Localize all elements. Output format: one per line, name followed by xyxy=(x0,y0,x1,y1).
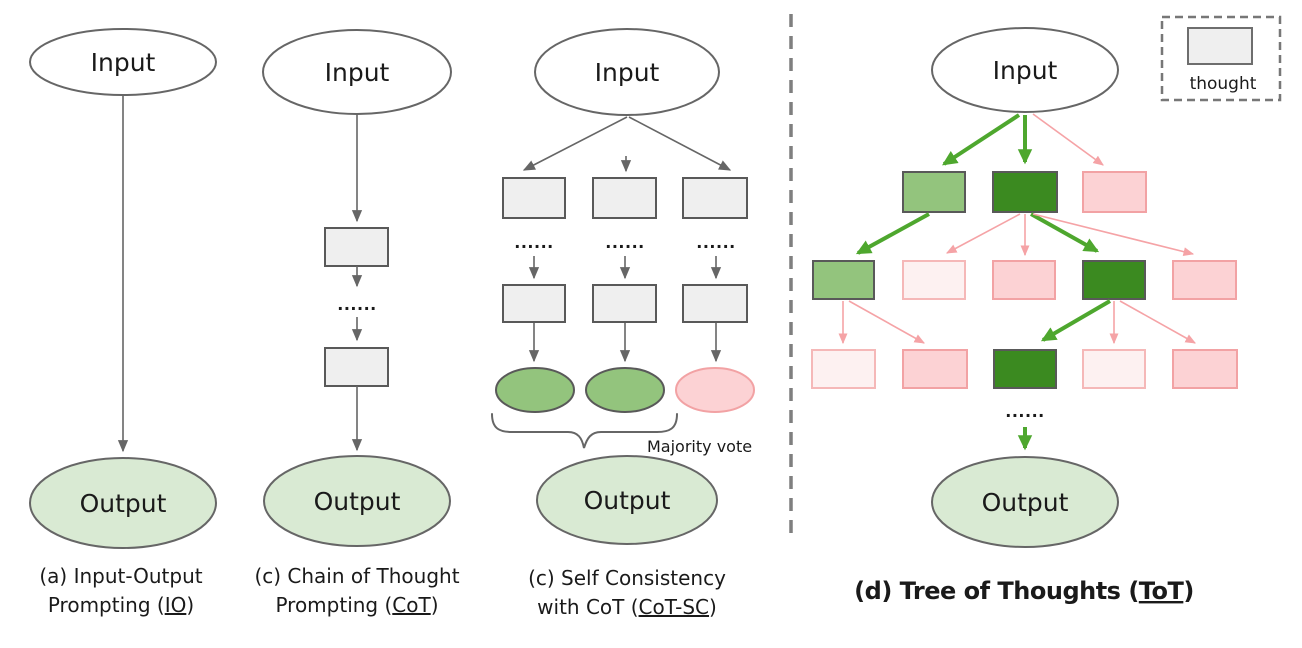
cotsc-thought-box-top-2 xyxy=(592,177,657,219)
cot-caption-line2: Prompting (CoT) xyxy=(275,593,438,617)
tot-caption-post: ) xyxy=(1183,577,1193,605)
cotsc-input-label: Input xyxy=(595,58,660,87)
tot-l3-box-green-dark xyxy=(993,349,1057,389)
tot-l2-box-pink-2 xyxy=(1172,260,1237,300)
tot-arrow-green-l1-l2 xyxy=(855,212,930,255)
cotsc-caption-line2-post: ) xyxy=(709,595,717,619)
tot-l3-box-pink-1 xyxy=(902,349,968,389)
cotsc-thought-box-bottom-2 xyxy=(592,284,657,323)
cotsc-ellipsis-3: ...... xyxy=(696,233,735,252)
tot-l1-box-green-medium xyxy=(902,171,966,213)
io-input-label: Input xyxy=(91,48,156,77)
majority-vote-label: Majority vote xyxy=(647,437,752,456)
cotsc-result-node-pink xyxy=(675,367,755,413)
tot-caption-pre: (d) Tree of Thoughts ( xyxy=(854,577,1139,605)
tot-caption-abbrev: ToT xyxy=(1139,577,1185,605)
tot-l2-box-pink-pale-1 xyxy=(902,260,966,300)
io-input-node xyxy=(29,28,217,96)
cotsc-ellipsis-1: ...... xyxy=(514,233,553,252)
cotsc-arrow-branch-left xyxy=(522,116,628,171)
cot-ellipsis: ...... xyxy=(337,295,376,314)
cotsc-caption-line2: with CoT (CoT-SC) xyxy=(537,595,717,619)
cot-caption-line2-post: ) xyxy=(431,593,439,617)
tot-l2-box-pink-1 xyxy=(992,260,1056,300)
cotsc-output-label: Output xyxy=(584,486,671,515)
panel-io: Input Output (a) Input-Output Prompting … xyxy=(29,28,217,617)
io-caption-line2-pre: Prompting ( xyxy=(48,593,165,617)
cotsc-thought-box-bottom-3 xyxy=(682,284,748,323)
cotsc-input-node xyxy=(534,28,720,116)
cotsc-caption-line1: (c) Self Consistency xyxy=(528,566,726,590)
tot-l3-box-pink-2 xyxy=(1172,349,1238,389)
cot-caption-line2-pre: Prompting ( xyxy=(275,593,392,617)
tot-arrow-pink-l1-l2c xyxy=(1032,213,1195,257)
tot-arrow-pink-input-l1c xyxy=(1032,113,1104,166)
cot-input-label: Input xyxy=(325,58,390,87)
tot-caption: (d) Tree of Thoughts (ToT) xyxy=(854,577,1194,605)
cot-thought-box-1 xyxy=(324,227,389,267)
tot-arrow-green-l1-l2b xyxy=(1030,212,1100,253)
tot-l2-box-green-dark xyxy=(1082,260,1146,300)
legend: thought xyxy=(1160,15,1282,102)
cot-caption-abbrev: CoT xyxy=(392,593,431,617)
io-output-node xyxy=(29,457,217,549)
tot-arrow-pink-l2-l3b xyxy=(848,300,925,344)
tot-ellipsis: ...... xyxy=(1005,402,1044,421)
cotsc-caption-abbrev: CoT-SC xyxy=(639,595,709,619)
tot-arrow-pink-l2-l3d xyxy=(1119,300,1196,344)
majority-vote-brace xyxy=(491,413,678,449)
cotsc-arrow-branch-right xyxy=(628,116,732,171)
tot-l3-box-pink-pale-1 xyxy=(811,349,876,389)
tot-output-node xyxy=(931,456,1119,548)
io-caption-line2: Prompting (IO) xyxy=(48,593,194,617)
tot-input-node xyxy=(931,27,1119,113)
cotsc-output-node xyxy=(536,455,718,545)
tot-l3-box-pink-pale-2 xyxy=(1082,349,1146,389)
panel-cot: Input ...... Output (c) Chain of Thought… xyxy=(254,29,460,617)
panel-cot-sc: Input ...... ...... ...... Majority vote… xyxy=(491,28,755,619)
legend-thought-label: thought xyxy=(1190,74,1257,94)
tot-input-label: Input xyxy=(993,56,1058,85)
io-caption-line2-post: ) xyxy=(186,593,194,617)
cotsc-result-node-green-2 xyxy=(585,367,665,413)
io-caption-abbrev: IO xyxy=(165,593,187,617)
cot-caption-line1: (c) Chain of Thought xyxy=(254,564,459,588)
panel-tot: Input thought xyxy=(811,15,1282,605)
cotsc-caption-line2-pre: with CoT ( xyxy=(537,595,638,619)
tot-arrow-green-l2-l3 xyxy=(1040,299,1112,342)
tot-output-label: Output xyxy=(982,488,1069,517)
cot-output-node xyxy=(263,455,451,547)
tot-l1-box-green-dark xyxy=(992,171,1058,213)
cotsc-result-node-green-1 xyxy=(495,367,575,413)
cotsc-ellipsis-2: ...... xyxy=(605,233,644,252)
tot-l2-box-green-medium xyxy=(812,260,875,300)
cotsc-thought-box-top-1 xyxy=(502,177,566,219)
cotsc-thought-box-top-3 xyxy=(682,177,748,219)
legend-frame xyxy=(1160,15,1282,102)
tot-arrow-pink-l1-l2a xyxy=(946,213,1021,254)
legend-thought-box xyxy=(1187,27,1253,65)
cot-thought-box-2 xyxy=(324,347,389,387)
tot-l1-box-pink xyxy=(1082,171,1147,213)
io-caption-line1: (a) Input-Output xyxy=(39,564,202,588)
tot-arrow-green-input-l1a xyxy=(941,113,1021,166)
io-output-label: Output xyxy=(80,489,167,518)
cot-output-label: Output xyxy=(314,487,401,516)
cotsc-thought-box-bottom-1 xyxy=(502,284,566,323)
